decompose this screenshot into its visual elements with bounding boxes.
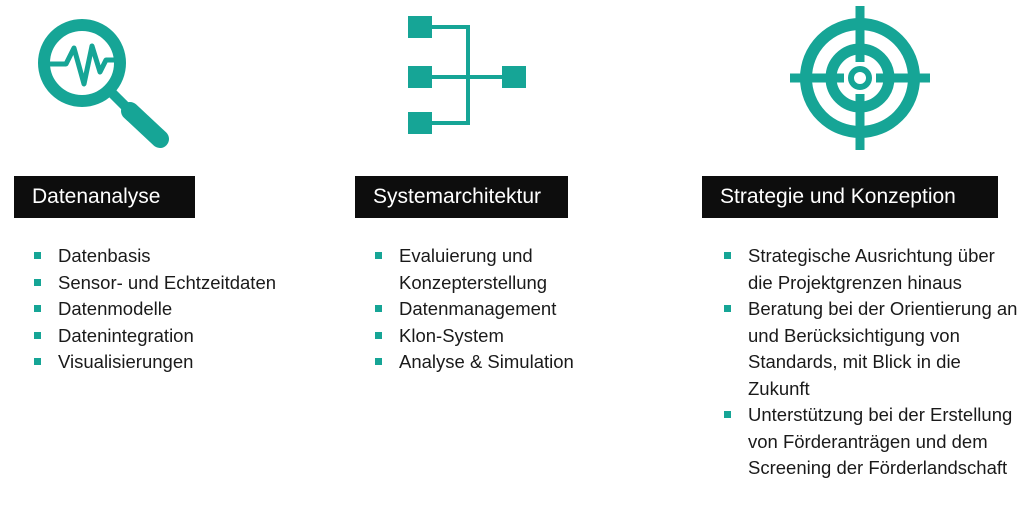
section-title: Datenanalyse	[14, 176, 195, 218]
column-strategie-und-konzeption: Strategie und Konzeption Strategische Au…	[690, 0, 1024, 505]
list-item: Datenmanagement	[373, 296, 593, 323]
list-item: Datenintegration	[32, 323, 322, 350]
list-item: Visualisierungen	[32, 349, 322, 376]
magnifier-pulse-icon	[32, 14, 174, 148]
column-systemarchitektur: Systemarchitektur Evaluierung und Konzep…	[340, 0, 680, 505]
list-item: Datenmodelle	[32, 296, 322, 323]
section-title: Strategie und Konzeption	[702, 176, 998, 218]
list-item: Strategische Ausrichtung über die Projek…	[722, 243, 1022, 296]
list-item: Unterstützung bei der Erstellung von För…	[722, 402, 1022, 482]
list-item: Analyse & Simulation	[373, 349, 593, 376]
section-title: Systemarchitektur	[355, 176, 568, 218]
list-item: Datenbasis	[32, 243, 322, 270]
list-item: Klon-System	[373, 323, 593, 350]
column-datenanalyse: Datenanalyse Datenbasis Sensor- und Echt…	[0, 0, 330, 505]
hierarchy-structure-icon	[408, 16, 530, 134]
list-item: Sensor- und Echtzeitdaten	[32, 270, 322, 297]
bullet-list: Datenbasis Sensor- und Echtzeitdaten Dat…	[32, 243, 322, 376]
target-crosshair-icon	[790, 6, 930, 150]
bullet-list: Strategische Ausrichtung über die Projek…	[722, 243, 1022, 482]
list-item: Evaluierung und Konzepterstellung	[373, 243, 593, 296]
bullet-list: Evaluierung und Konzepterstellung Datenm…	[373, 243, 593, 376]
list-item: Beratung bei der Orientierung an und Ber…	[722, 296, 1022, 402]
